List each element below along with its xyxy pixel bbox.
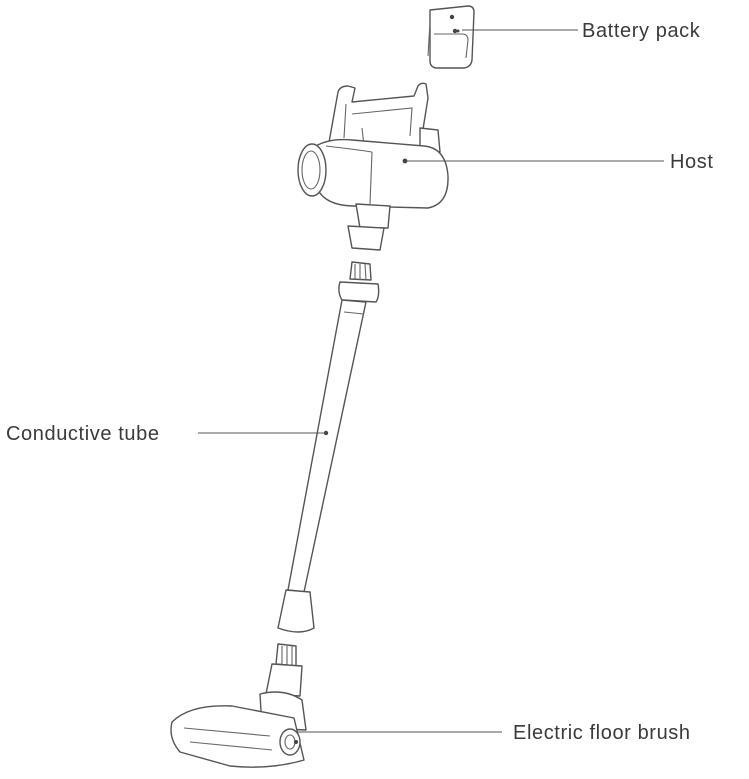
host-unit bbox=[297, 82, 449, 251]
battery-pack-label: Battery pack bbox=[582, 20, 701, 42]
battery-pack bbox=[427, 5, 475, 69]
conductive-tube-label: Conductive tube bbox=[6, 423, 160, 445]
electric-floor-brush-label: Electric floor brush bbox=[513, 722, 691, 744]
conductive-tube bbox=[277, 261, 380, 633]
electric-floor-brush bbox=[170, 643, 307, 768]
host-label: Host bbox=[670, 151, 714, 173]
